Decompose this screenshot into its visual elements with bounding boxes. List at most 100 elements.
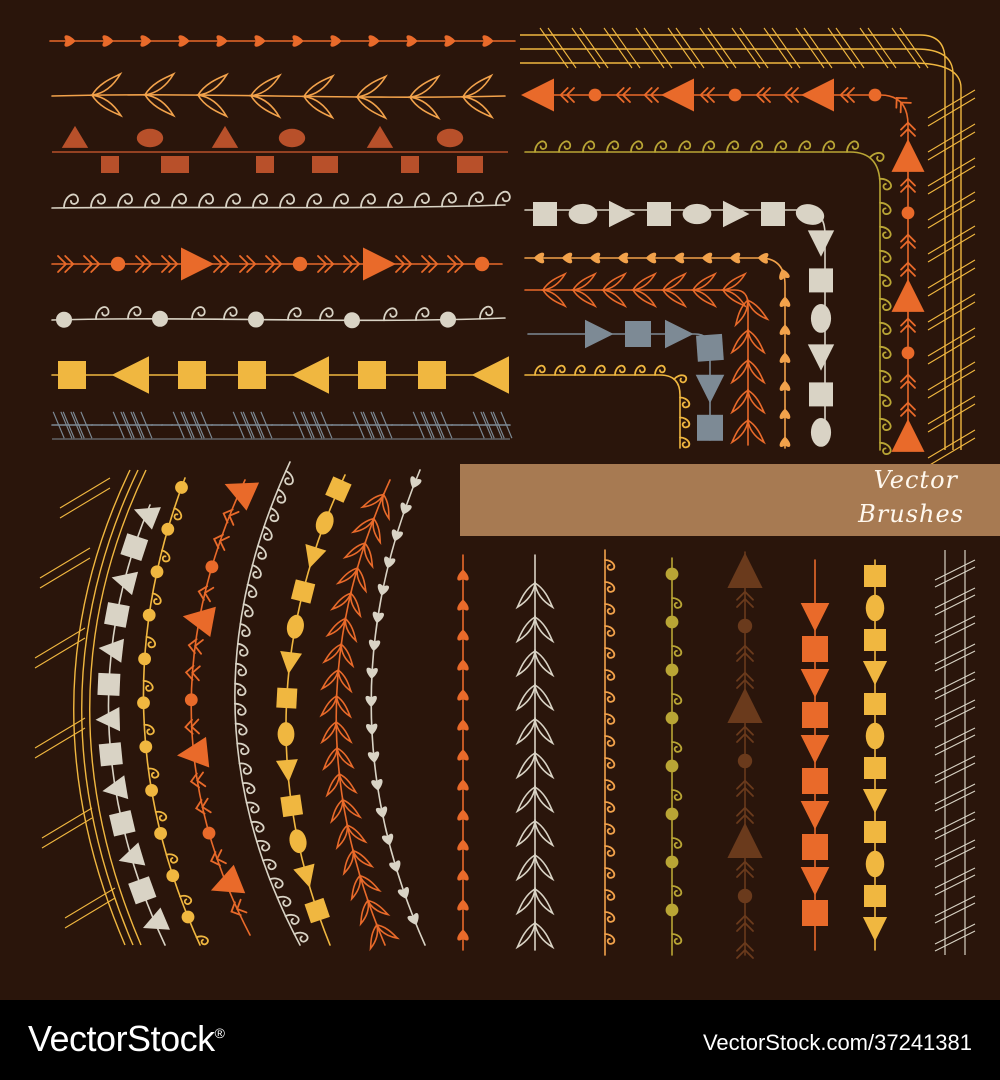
- leaf-icon: [90, 72, 124, 118]
- crosshatch-icon: [492, 411, 513, 439]
- curl-icon: [604, 823, 616, 835]
- curl-icon: [236, 742, 250, 756]
- curl-icon: [879, 441, 892, 455]
- crosshatch-icon: [91, 424, 94, 426]
- square-icon: [697, 414, 723, 441]
- curl-icon: [255, 840, 271, 852]
- leaf-icon: [325, 772, 358, 798]
- crosshatch-icon: [52, 411, 73, 439]
- heart-icon: [367, 751, 380, 763]
- brush-leaf-row-line: [51, 94, 506, 98]
- oval-icon: [865, 722, 885, 750]
- arrowhead-icon: [222, 508, 240, 526]
- leaf-icon: [691, 272, 718, 308]
- crosshatch-icon: [412, 411, 433, 439]
- curl-icon: [144, 193, 160, 209]
- crosshatch-icon: [927, 123, 976, 161]
- brush-corner-orange-leaves: [524, 272, 770, 446]
- square-icon: [864, 821, 886, 843]
- square-icon: [864, 565, 886, 587]
- square-icon: [97, 672, 121, 696]
- registered-mark: ®: [214, 1025, 225, 1041]
- crosshatch-icon: [59, 477, 111, 519]
- crosshatch-icon: [482, 411, 503, 439]
- brush-arc-cream-curls: [233, 461, 309, 946]
- banner-title-line-2: Brushes: [858, 500, 964, 528]
- hatch-corner-line: [520, 48, 954, 450]
- curl-icon: [671, 645, 683, 657]
- heart-icon: [701, 252, 713, 264]
- crosshatch-icon: [41, 807, 93, 849]
- arrowhead-icon: [135, 255, 153, 273]
- dot-icon: [161, 522, 175, 536]
- curl-icon: [604, 581, 616, 593]
- arrowhead-icon: [184, 718, 200, 735]
- arrowhead-icon: [447, 255, 465, 273]
- arrowhead-icon: [736, 914, 754, 932]
- dot-icon: [181, 910, 195, 924]
- arrowhead-icon: [230, 898, 248, 916]
- leaf-icon: [350, 516, 382, 545]
- curl-icon: [276, 488, 287, 504]
- heart-icon: [779, 436, 791, 448]
- crosshatch-icon: [252, 411, 273, 439]
- curl-icon: [468, 191, 484, 207]
- square-icon: [98, 742, 123, 767]
- dot-icon: [154, 827, 168, 840]
- square-icon: [864, 885, 886, 907]
- arrowhead-icon: [189, 771, 207, 789]
- crosshatch-icon: [934, 839, 976, 868]
- crosshatch-icon: [927, 89, 976, 127]
- heart-icon: [330, 35, 342, 47]
- brush-arc-cream-hearts: [365, 469, 426, 946]
- brush-vertical-peach-curls: [604, 549, 616, 956]
- square-icon: [58, 361, 86, 389]
- leaf-icon: [322, 642, 355, 669]
- curl-icon: [679, 416, 691, 429]
- curl-icon: [604, 559, 616, 571]
- heart-icon: [779, 324, 791, 336]
- dot-icon: [145, 784, 159, 797]
- curl-icon: [287, 307, 302, 321]
- arc-brush-set: [34, 461, 426, 952]
- oval-icon: [136, 128, 164, 148]
- square-icon: [864, 693, 886, 715]
- arrowhead-icon: [83, 255, 101, 273]
- leaf-icon: [329, 591, 362, 619]
- curl-icon: [582, 140, 596, 153]
- arrowhead-icon: [900, 373, 916, 389]
- square-icon: [802, 702, 828, 728]
- heart-icon: [400, 502, 412, 515]
- square-icon: [625, 321, 651, 347]
- triangle-icon: [98, 638, 124, 663]
- dot-icon: [665, 663, 679, 677]
- leaf-icon: [359, 898, 391, 927]
- brush-leaf-row: [51, 72, 506, 120]
- triangle-icon: [305, 544, 327, 569]
- crosshatch-icon: [271, 424, 274, 426]
- heart-icon: [457, 899, 469, 911]
- crosshatch-icon: [827, 27, 865, 69]
- brush-arc-orange-arrow-shapes-line: [190, 479, 251, 936]
- leaf-icon: [335, 566, 368, 594]
- crosshatch-icon: [934, 867, 976, 896]
- triangle-icon: [111, 571, 139, 596]
- crosshatch-icon: [34, 717, 86, 759]
- crosshatch-icon: [927, 395, 976, 433]
- curl-icon: [250, 820, 265, 833]
- heart-icon: [216, 35, 228, 47]
- triangle-icon: [366, 125, 394, 148]
- crosshatch-icon: [461, 424, 464, 426]
- square-icon: [325, 476, 352, 503]
- triangle-icon: [800, 669, 830, 698]
- triangle-icon: [862, 917, 888, 942]
- dot-icon: [184, 693, 198, 707]
- heart-icon: [140, 35, 152, 47]
- square-icon: [109, 810, 136, 837]
- leaf-icon: [515, 785, 555, 814]
- crosshatch-icon: [171, 424, 174, 426]
- crosshatch-icon: [362, 411, 383, 439]
- brush-corner-arrow-shapes: [521, 78, 925, 452]
- crosshatch-icon: [39, 547, 91, 589]
- crosshatch-icon: [331, 424, 334, 426]
